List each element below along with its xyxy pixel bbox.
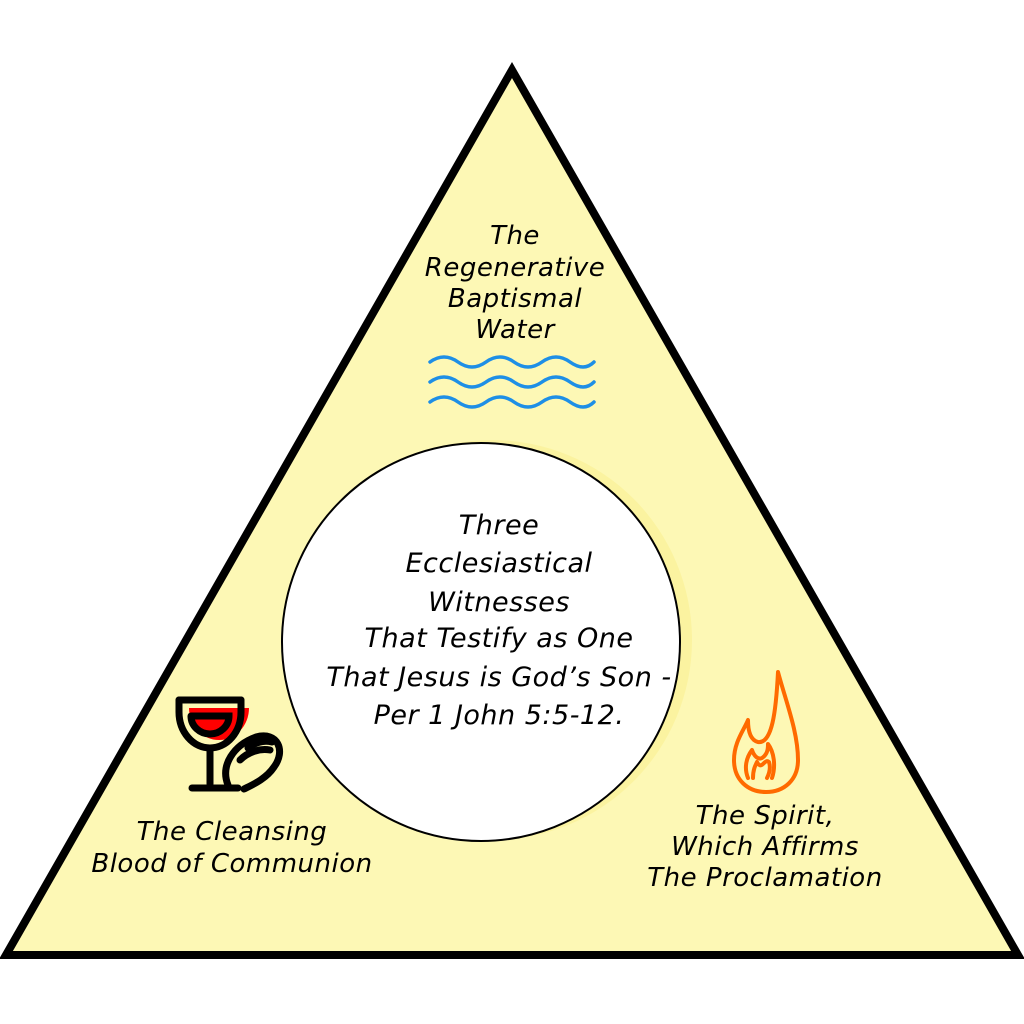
spirit-line: The Spirit,: [696, 801, 835, 831]
water-label: The Regenerative Baptismal Water: [425, 221, 605, 345]
center-line: That Testify as One: [365, 623, 634, 654]
spirit-line: Which Affirms: [671, 832, 859, 862]
water-waves-icon: [428, 355, 596, 409]
center-line: That Jesus is God’s Son -: [326, 662, 671, 693]
center-line: Per 1 John 5:5-12.: [374, 700, 625, 731]
center-line: Three: [459, 510, 539, 541]
flame-icon: [732, 670, 800, 794]
water-line: Water: [475, 315, 556, 345]
center-line: Witnesses: [428, 587, 570, 618]
blood-line: Blood of Communion: [91, 849, 372, 879]
spirit-label: The Spirit, Which Affirms The Proclamati…: [647, 801, 882, 893]
water-line: Baptismal: [448, 284, 582, 314]
blood-line: The Cleansing: [137, 817, 328, 847]
center-circle: [281, 442, 681, 842]
spirit-line: The Proclamation: [647, 863, 882, 893]
water-line: Regenerative: [425, 253, 605, 283]
center-text: Three Ecclesiastical Witnesses That Test…: [326, 510, 671, 731]
blood-label: The Cleansing Blood of Communion: [91, 817, 372, 879]
communion-cup-bread-icon: [175, 696, 284, 793]
center-line: Ecclesiastical: [405, 548, 592, 579]
water-line: The: [490, 221, 540, 251]
